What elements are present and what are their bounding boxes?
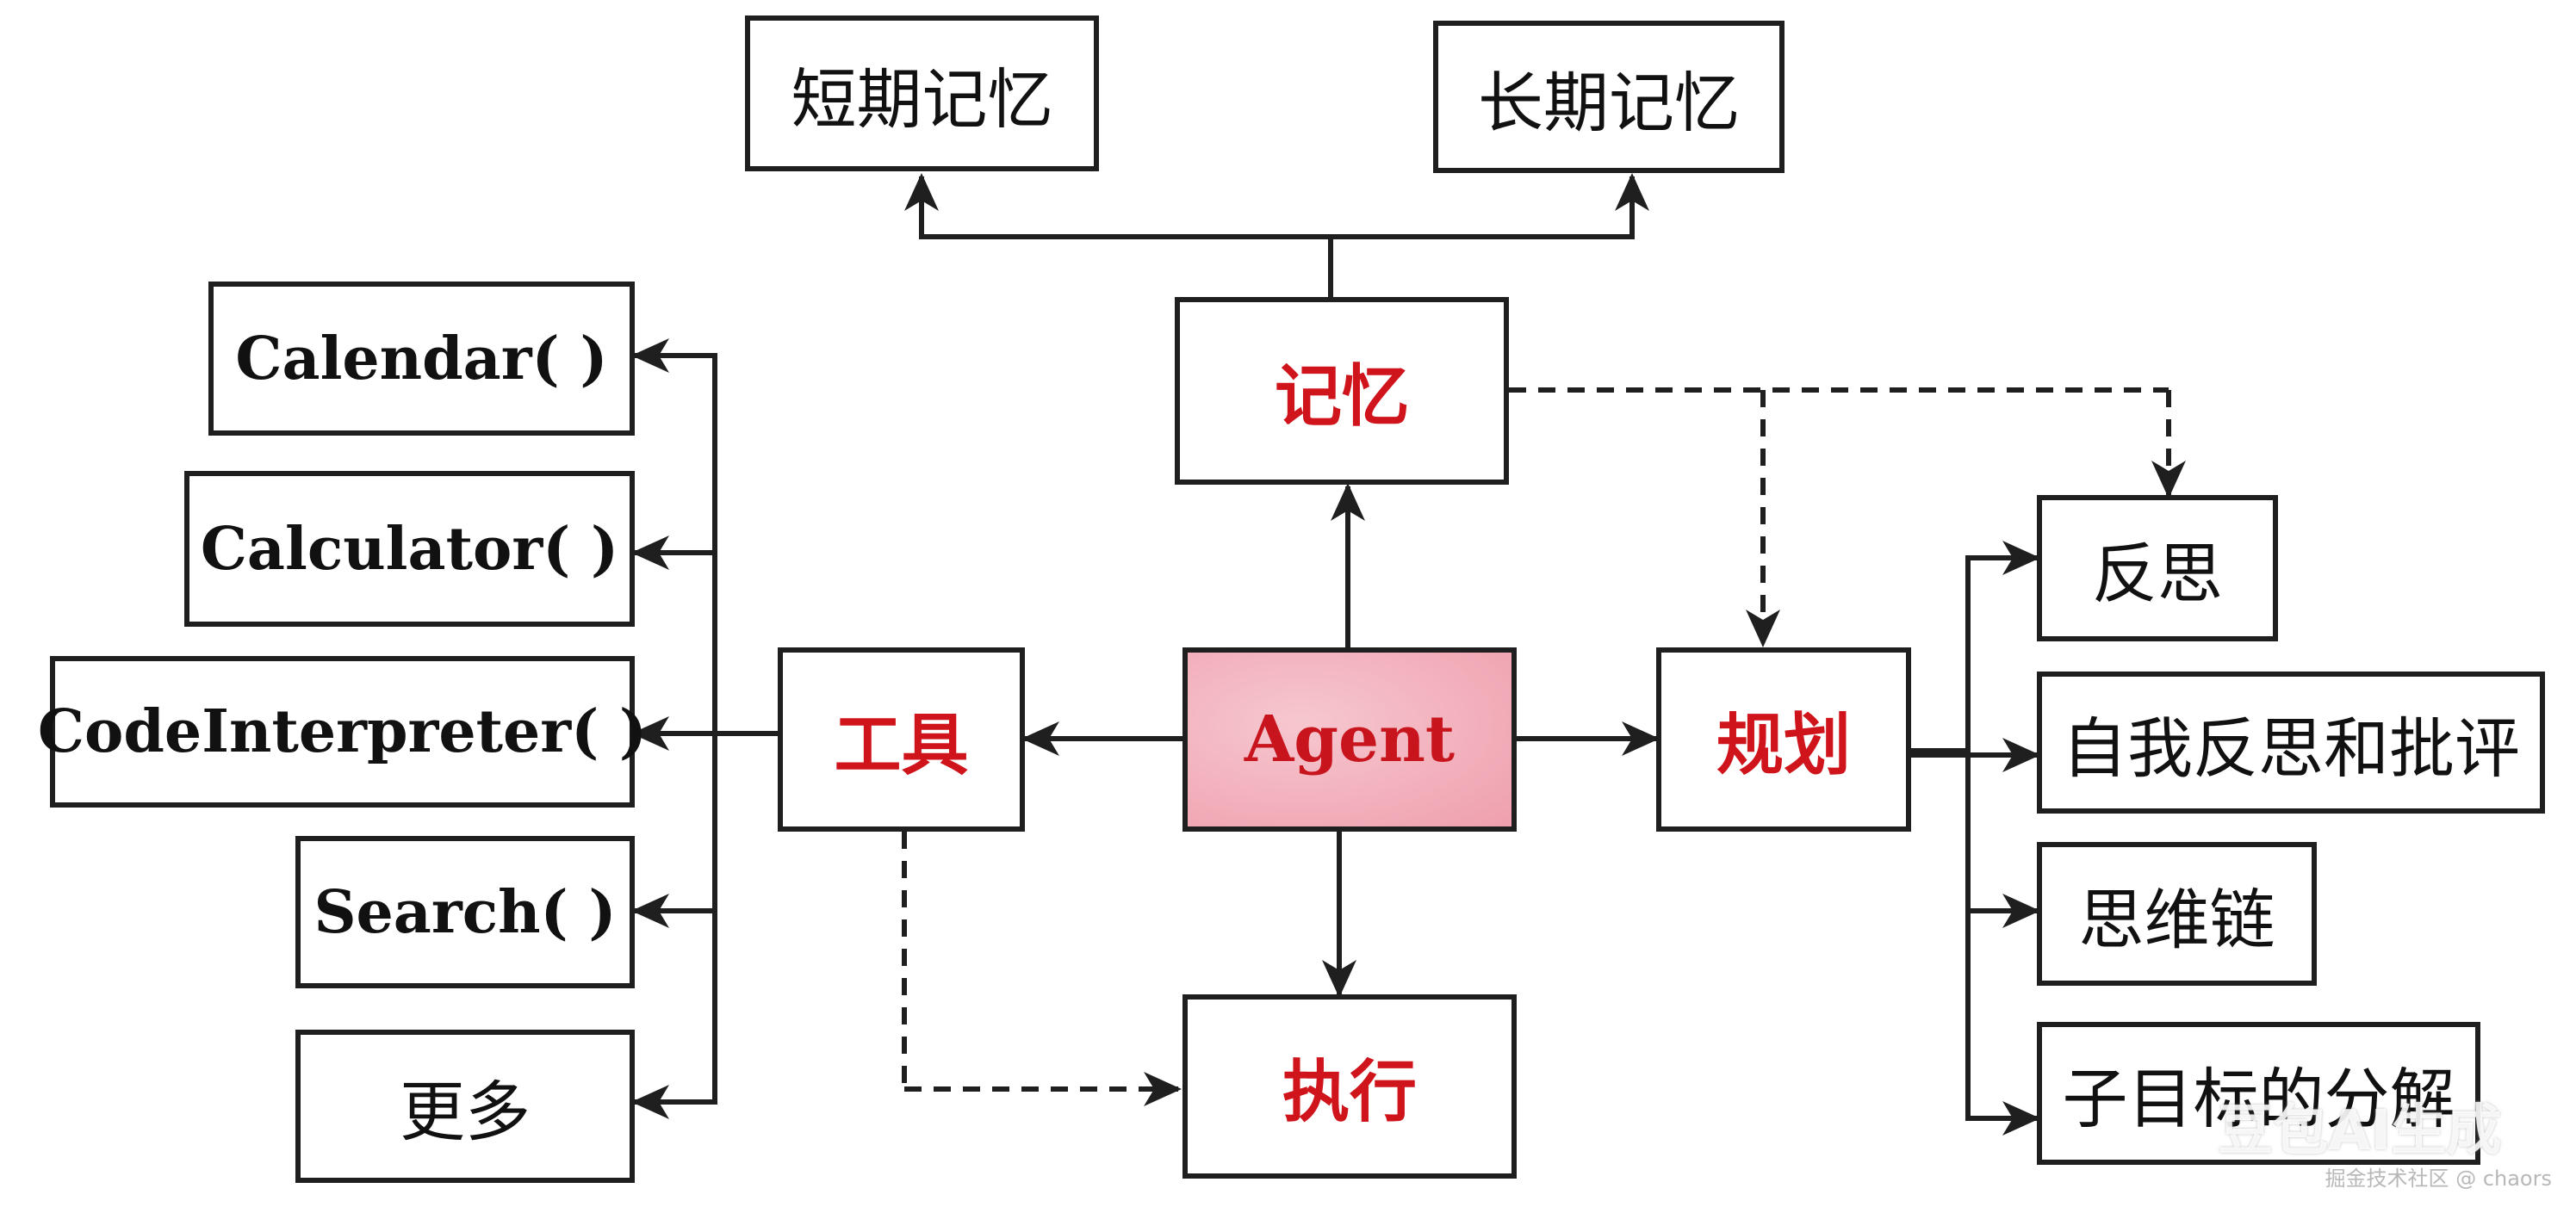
calendar-tool-node: Calendar( ) [208, 282, 635, 436]
action-node: 执行 [1182, 994, 1517, 1179]
reflection-node: 反思 [2037, 495, 2278, 641]
long-term-memory-node: 长期记忆 [1433, 21, 1785, 173]
subgoal-decomposition-node: 子目标的分解 [2037, 1022, 2480, 1165]
self-critique-node: 自我反思和批评 [2037, 672, 2545, 814]
agent-node: Agent [1182, 647, 1517, 832]
tools-node: 工具 [778, 647, 1025, 832]
planning-node: 规划 [1656, 647, 1911, 832]
memory-node: 记忆 [1175, 297, 1509, 485]
chain-of-thought-node: 思维链 [2037, 842, 2317, 986]
more-tools-node: 更多 [295, 1030, 635, 1183]
credit-watermark: 掘金技术社区 @ chaors [2325, 1167, 2552, 1191]
code-interpreter-tool-node: CodeInterpreter( ) [38, 656, 647, 808]
search-tool-node: Search( ) [295, 836, 635, 988]
short-term-memory-node: 短期记忆 [745, 15, 1099, 171]
ai-generated-watermark: 豆包AI生成 [2218, 1099, 2502, 1163]
calculator-tool-node: Calculator( ) [184, 471, 635, 627]
